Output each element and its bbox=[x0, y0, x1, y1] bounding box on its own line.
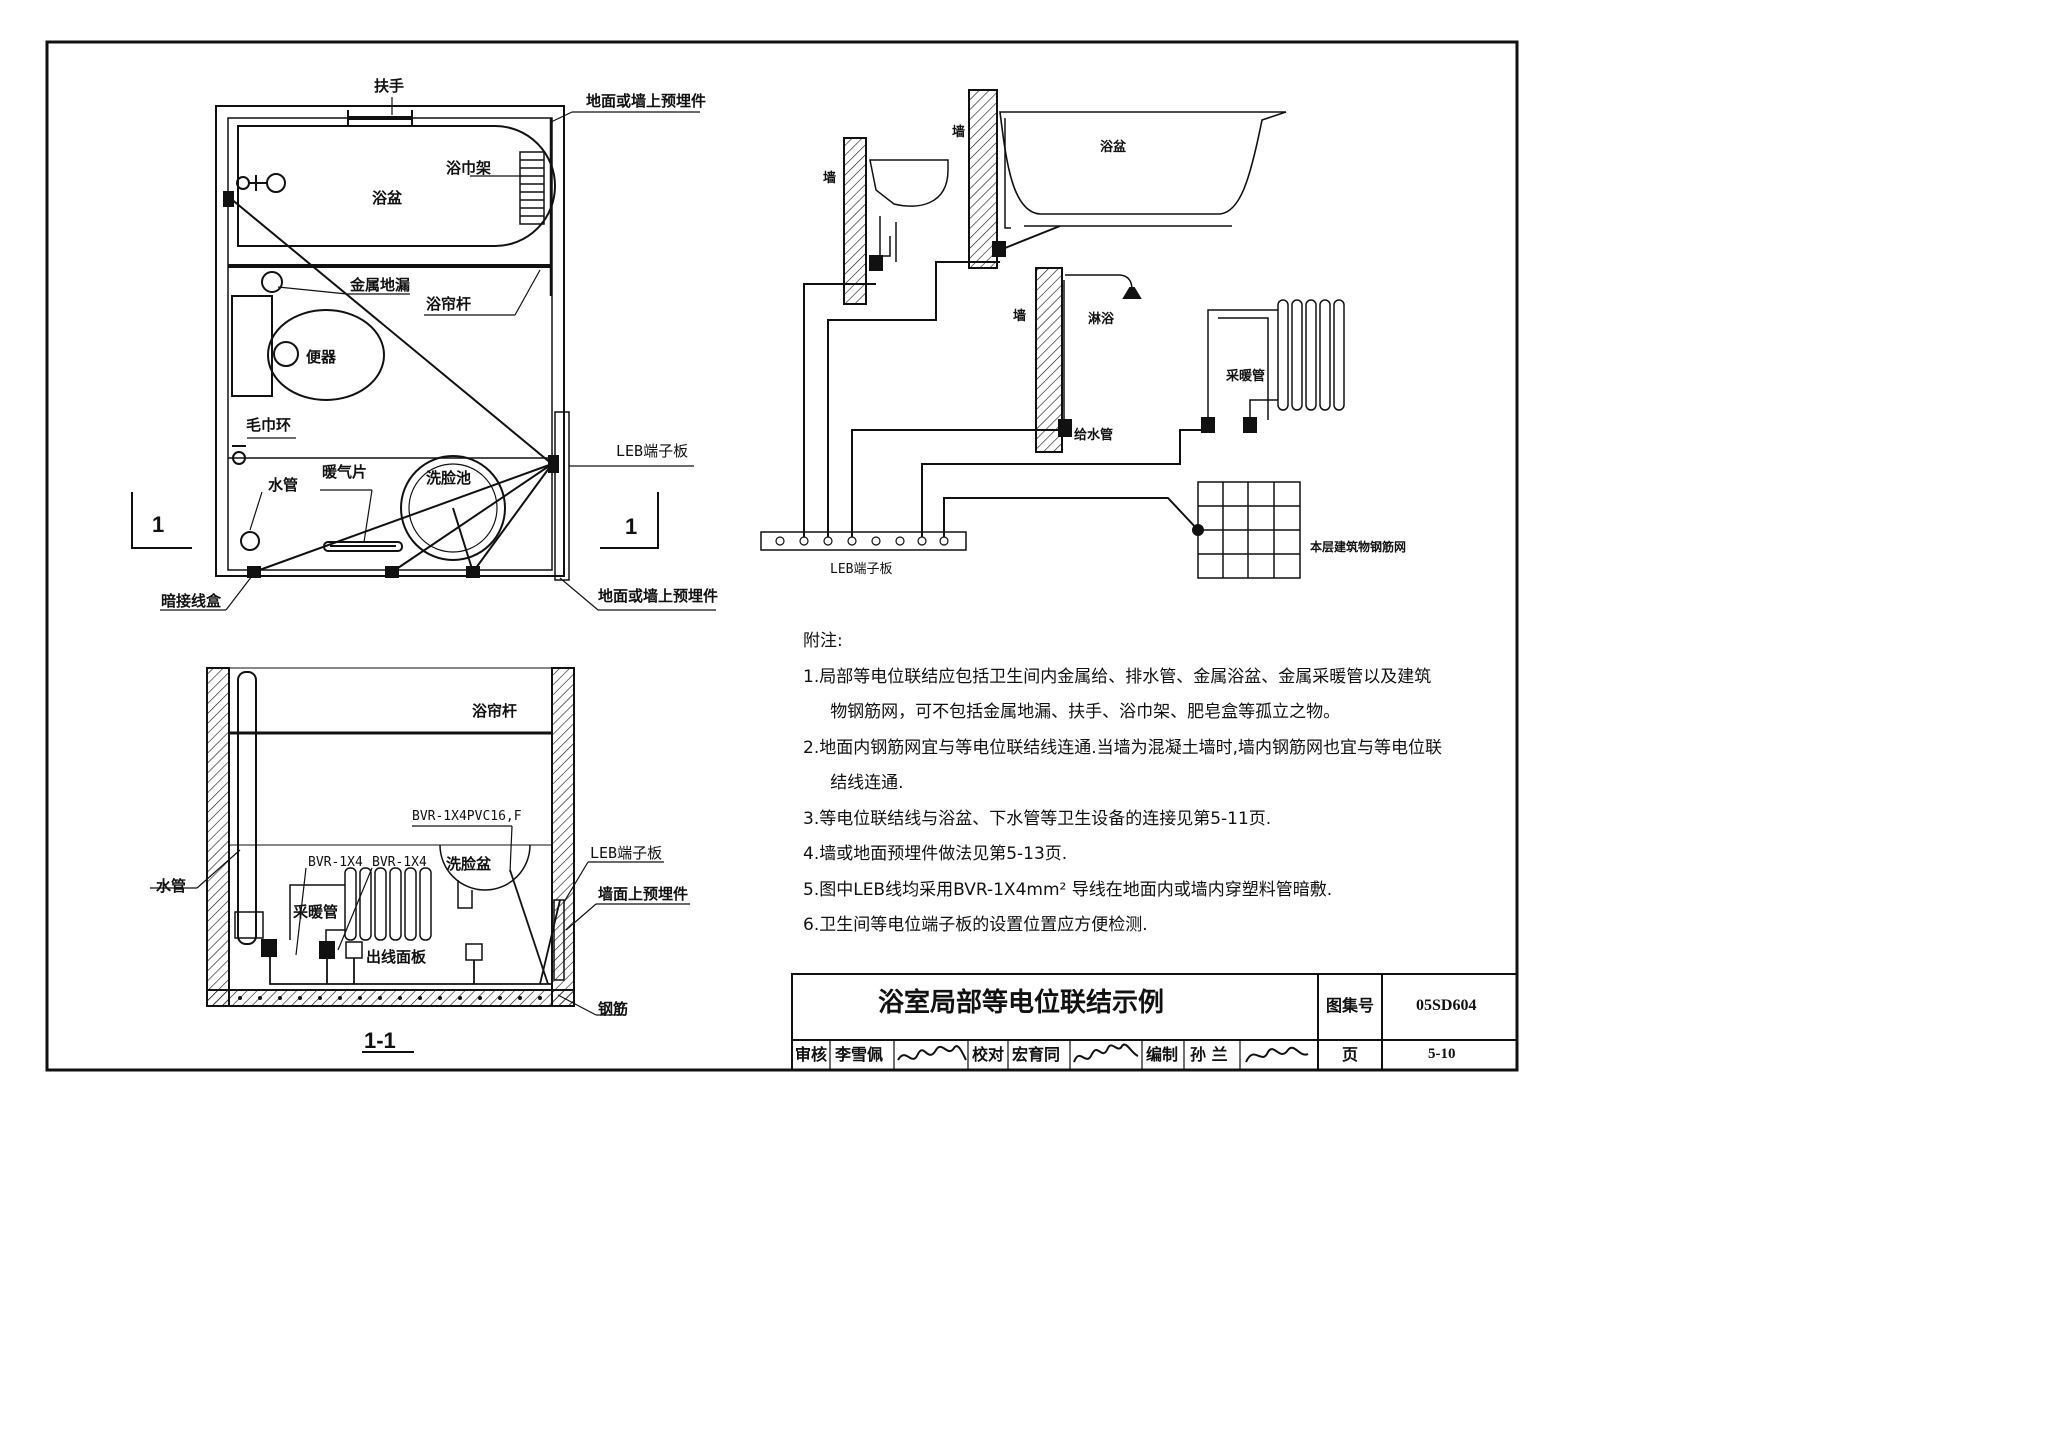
plan-toilet-label: 便器 bbox=[306, 348, 337, 366]
note-item: 4.墙或地面预埋件做法见第5-13页. bbox=[803, 844, 1068, 864]
detail-rebar-mesh-label: 本层建筑物钢筋网 bbox=[1310, 540, 1407, 554]
detail-bonding-lines bbox=[803, 261, 1208, 537]
detail-rebar-mesh bbox=[1197, 481, 1301, 579]
plan-handrail-label: 扶手 bbox=[374, 77, 405, 95]
detail-leb-bar bbox=[760, 531, 967, 551]
section-mark-right: 1 bbox=[625, 514, 638, 539]
plan-view bbox=[131, 97, 716, 611]
notes-heading: 附注: bbox=[803, 631, 843, 651]
detail-wall-3-label: 墙 bbox=[1013, 309, 1027, 324]
towel-rack-shape bbox=[519, 151, 545, 225]
page-number: 5-10 bbox=[1428, 1046, 1456, 1062]
plan-towel-rack-label: 浴巾架 bbox=[446, 159, 492, 177]
section-heating-pipe-label: 采暖管 bbox=[293, 903, 339, 921]
plan-embed-top-label: 地面或墙上预埋件 bbox=[586, 92, 707, 110]
section-cable-a-label: BVR-1X4 bbox=[308, 855, 363, 870]
detail-view bbox=[760, 89, 1345, 579]
note-item: 2.地面内钢筋网宜与等电位联结线连通.当墙为混凝土墙时,墙内钢筋网也宜与等电位联… bbox=[803, 737, 1443, 794]
check-label: 校对 bbox=[972, 1045, 1005, 1064]
detail-leb-board-label: LEB端子板 bbox=[830, 562, 893, 577]
section-mark-left-line bbox=[131, 492, 192, 549]
floor-drain-shape bbox=[261, 271, 283, 293]
atlas-label: 图集号 bbox=[1326, 996, 1375, 1015]
plan-washbasin-label: 洗脸池 bbox=[426, 469, 472, 487]
section-outlet-panel-label: 出线面板 bbox=[366, 948, 427, 966]
section-cable-main-label: BVR-1X4PVC16,F bbox=[412, 809, 522, 824]
detail-bathtub-label: 浴盆 bbox=[1100, 140, 1127, 155]
detail-radiator bbox=[1277, 299, 1345, 411]
water-pipe-shape bbox=[240, 531, 260, 551]
detail-wall-2-label: 墙 bbox=[952, 125, 966, 140]
plan-radiator-label: 暖气片 bbox=[322, 463, 368, 481]
detail-wall-1-label: 墙 bbox=[823, 171, 837, 186]
atlas-number: 05SD604 bbox=[1416, 997, 1477, 1014]
toilet-tank bbox=[231, 295, 273, 397]
section-mark-right-line bbox=[600, 492, 659, 549]
note-item: 3.等电位联结线与浴盆、下水管等卫生设备的连接见第5-11页. bbox=[803, 808, 1272, 829]
note-item: 6.卫生间等电位端子板的设置位置应方便检测. bbox=[803, 915, 1148, 935]
section-wall-embed-label: 墙面上预埋件 bbox=[598, 885, 689, 903]
section-water-pipe-label: 水管 bbox=[156, 877, 187, 895]
notes-block: 附注: 1.局部等电位联结应包括卫生间内金属给、排水管、金属浴盆、金属采暖管以及… bbox=[803, 624, 1443, 944]
detail-leb-terminals bbox=[775, 536, 949, 546]
detail-showerhead bbox=[1122, 287, 1142, 299]
plan-towel-ring-label: 毛巾环 bbox=[246, 416, 292, 434]
plan-leaders bbox=[160, 97, 716, 611]
plan-leb-board-label: LEB端子板 bbox=[616, 442, 689, 460]
signature-checker bbox=[1073, 1043, 1139, 1063]
plan-water-pipe-label: 水管 bbox=[268, 476, 299, 494]
drawing-sheet bbox=[45, 40, 1519, 1072]
leb-board-plan bbox=[554, 411, 570, 581]
bathtub-shape bbox=[237, 125, 556, 247]
section-washbasin-label: 洗脸盆 bbox=[446, 855, 492, 873]
section-rebar-label: 钢筋 bbox=[598, 1000, 629, 1018]
checker-name: 宏育同 bbox=[1012, 1045, 1061, 1064]
detail-basin bbox=[869, 159, 949, 207]
plan-bathtub-label: 浴盆 bbox=[372, 189, 403, 207]
section-washbasin bbox=[439, 844, 531, 891]
note-item: 5.图中LEB线均采用BVR-1X4mm² 导线在地面内或墙内穿塑料管暗敷. bbox=[803, 879, 1333, 900]
detail-shower-label: 淋浴 bbox=[1088, 312, 1115, 327]
washbasin-shape bbox=[400, 455, 506, 561]
plan-inner-wall bbox=[227, 117, 553, 571]
section-view bbox=[150, 667, 690, 1053]
section-title: 1-1 bbox=[364, 1028, 396, 1053]
tub-faucet-2 bbox=[266, 173, 286, 193]
detail-bathtub bbox=[999, 111, 1287, 215]
signature-reviewer bbox=[897, 1045, 967, 1061]
handrail-shape bbox=[347, 110, 413, 126]
plan-junction-box-label: 暗接线盒 bbox=[161, 592, 222, 610]
drawing-title: 浴室局部等电位联结示例 bbox=[878, 988, 1165, 1018]
plan-embed-bottom-label: 地面或墙上预埋件 bbox=[598, 587, 719, 605]
note-item: 1.局部等电位联结应包括卫生间内金属给、排水管、金属浴盆、金属采暖管以及建筑物钢… bbox=[803, 666, 1432, 723]
section-cable-b-label: BVR-1X4 bbox=[372, 855, 427, 870]
plan-curtain-rod-label: 浴帘杆 bbox=[426, 295, 472, 313]
reviewer-name: 李雪佩 bbox=[835, 1045, 884, 1064]
review-label: 审核 bbox=[795, 1045, 828, 1064]
compile-label: 编制 bbox=[1146, 1045, 1179, 1064]
plan-bonding-lines bbox=[229, 197, 553, 573]
section-radiator bbox=[344, 867, 432, 941]
compiler-name: 孙 兰 bbox=[1190, 1045, 1228, 1064]
signature-compiler bbox=[1245, 1046, 1309, 1063]
plan-floor-drain-label: 金属地漏 bbox=[350, 276, 411, 294]
detail-supply-pipe-label: 给水管 bbox=[1074, 428, 1114, 443]
sheet-border bbox=[45, 40, 1519, 1072]
toilet-bowl bbox=[267, 309, 385, 401]
section-rebar bbox=[238, 996, 542, 1000]
page-label: 页 bbox=[1342, 1045, 1359, 1064]
section-curtain-rod-label: 浴帘杆 bbox=[472, 702, 518, 720]
section-leb-board-label: LEB端子板 bbox=[590, 844, 663, 862]
detail-heating-pipe-label: 采暖管 bbox=[1226, 369, 1266, 384]
section-mark-left: 1 bbox=[152, 512, 165, 537]
title-block bbox=[791, 973, 1518, 1071]
section-water-pipe bbox=[237, 671, 257, 945]
